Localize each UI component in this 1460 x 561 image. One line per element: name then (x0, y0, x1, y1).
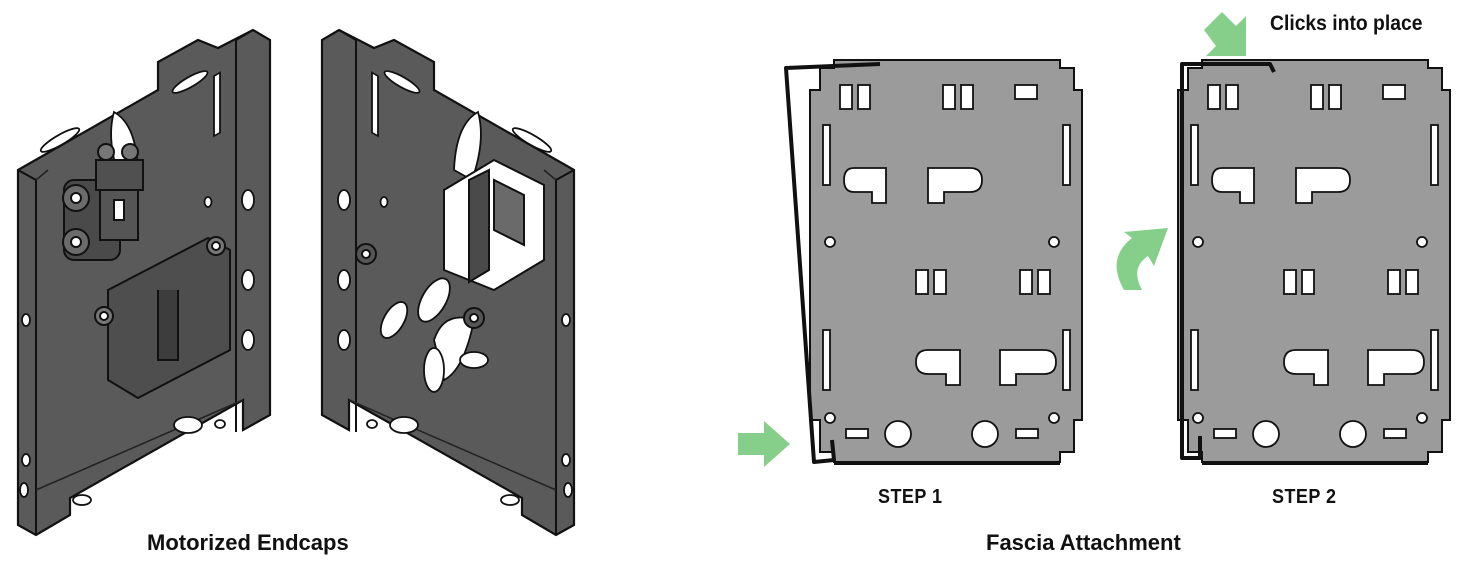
step1-label: STEP 1 (878, 486, 943, 508)
motor-bracket (62, 143, 144, 261)
standoff-pins (355, 243, 485, 329)
left-caption: Motorized Endcaps (147, 530, 349, 555)
green-curved-arrow-icon (1116, 228, 1168, 290)
step1-plate (809, 59, 1083, 465)
lower-bracket (94, 236, 231, 400)
left-hand-endcap (16, 28, 272, 537)
right-hand-endcap (320, 28, 576, 537)
green-arrow-down-right-icon (1204, 12, 1246, 56)
clicks-into-place-callout: Clicks into place (1270, 12, 1423, 35)
step2-fascia (1180, 62, 1276, 460)
step2-plate (1177, 59, 1451, 465)
right-caption: Fascia Attachment (986, 530, 1181, 555)
guide-bracket (443, 158, 545, 292)
green-arrow-right-icon (738, 421, 790, 467)
step2-label: STEP 2 (1272, 486, 1337, 508)
step1-fascia (784, 62, 881, 464)
